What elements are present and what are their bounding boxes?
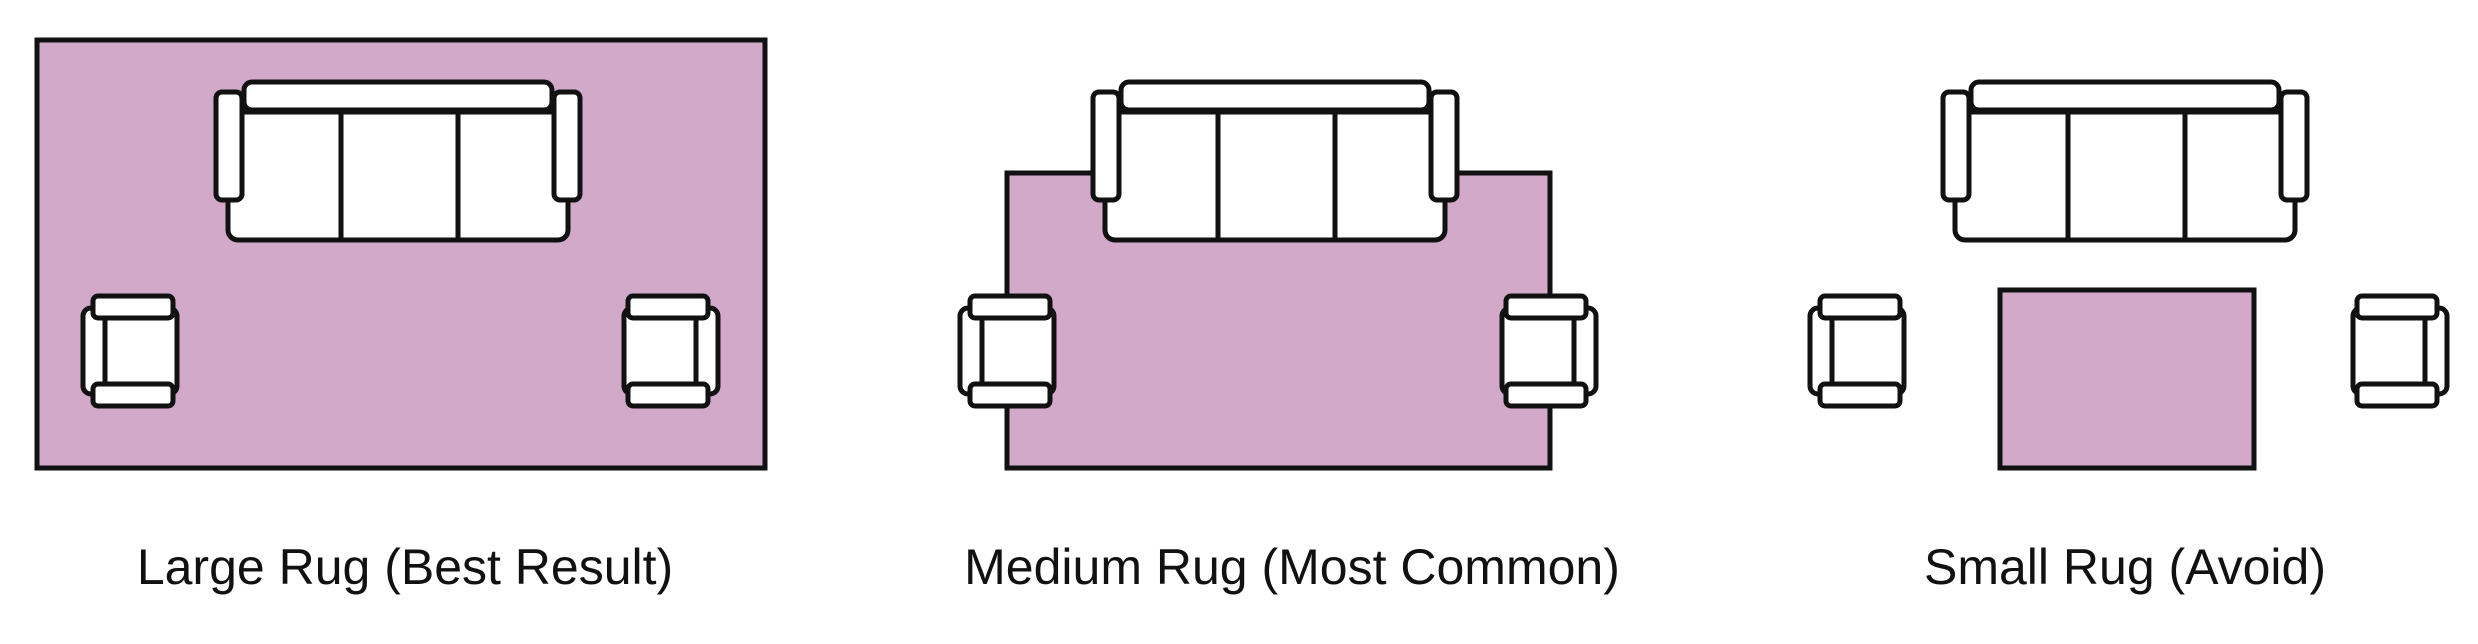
small-rug (1997, 287, 2257, 471)
armchair-icon (2353, 296, 2447, 406)
armchair-icon (1810, 296, 1904, 406)
caption-medium-rug: Medium Rug (Most Common) (964, 539, 1620, 595)
armchair-icon (1502, 296, 1596, 406)
caption-small-rug: Small Rug (Avoid) (1924, 539, 2326, 595)
sofa-icon (1943, 82, 2307, 240)
armchair-icon (624, 296, 718, 406)
panel-medium-rug: Medium Rug (Most Common) (960, 82, 1620, 595)
panel-small-rug: Small Rug (Avoid) (1810, 82, 2447, 595)
sofa-icon (1093, 82, 1457, 240)
armchair-icon (960, 296, 1054, 406)
caption-large-rug: Large Rug (Best Result) (137, 539, 673, 595)
armchair-icon (83, 296, 177, 406)
panel-large-rug: Large Rug (Best Result) (34, 37, 768, 595)
sofa-icon (216, 82, 580, 240)
